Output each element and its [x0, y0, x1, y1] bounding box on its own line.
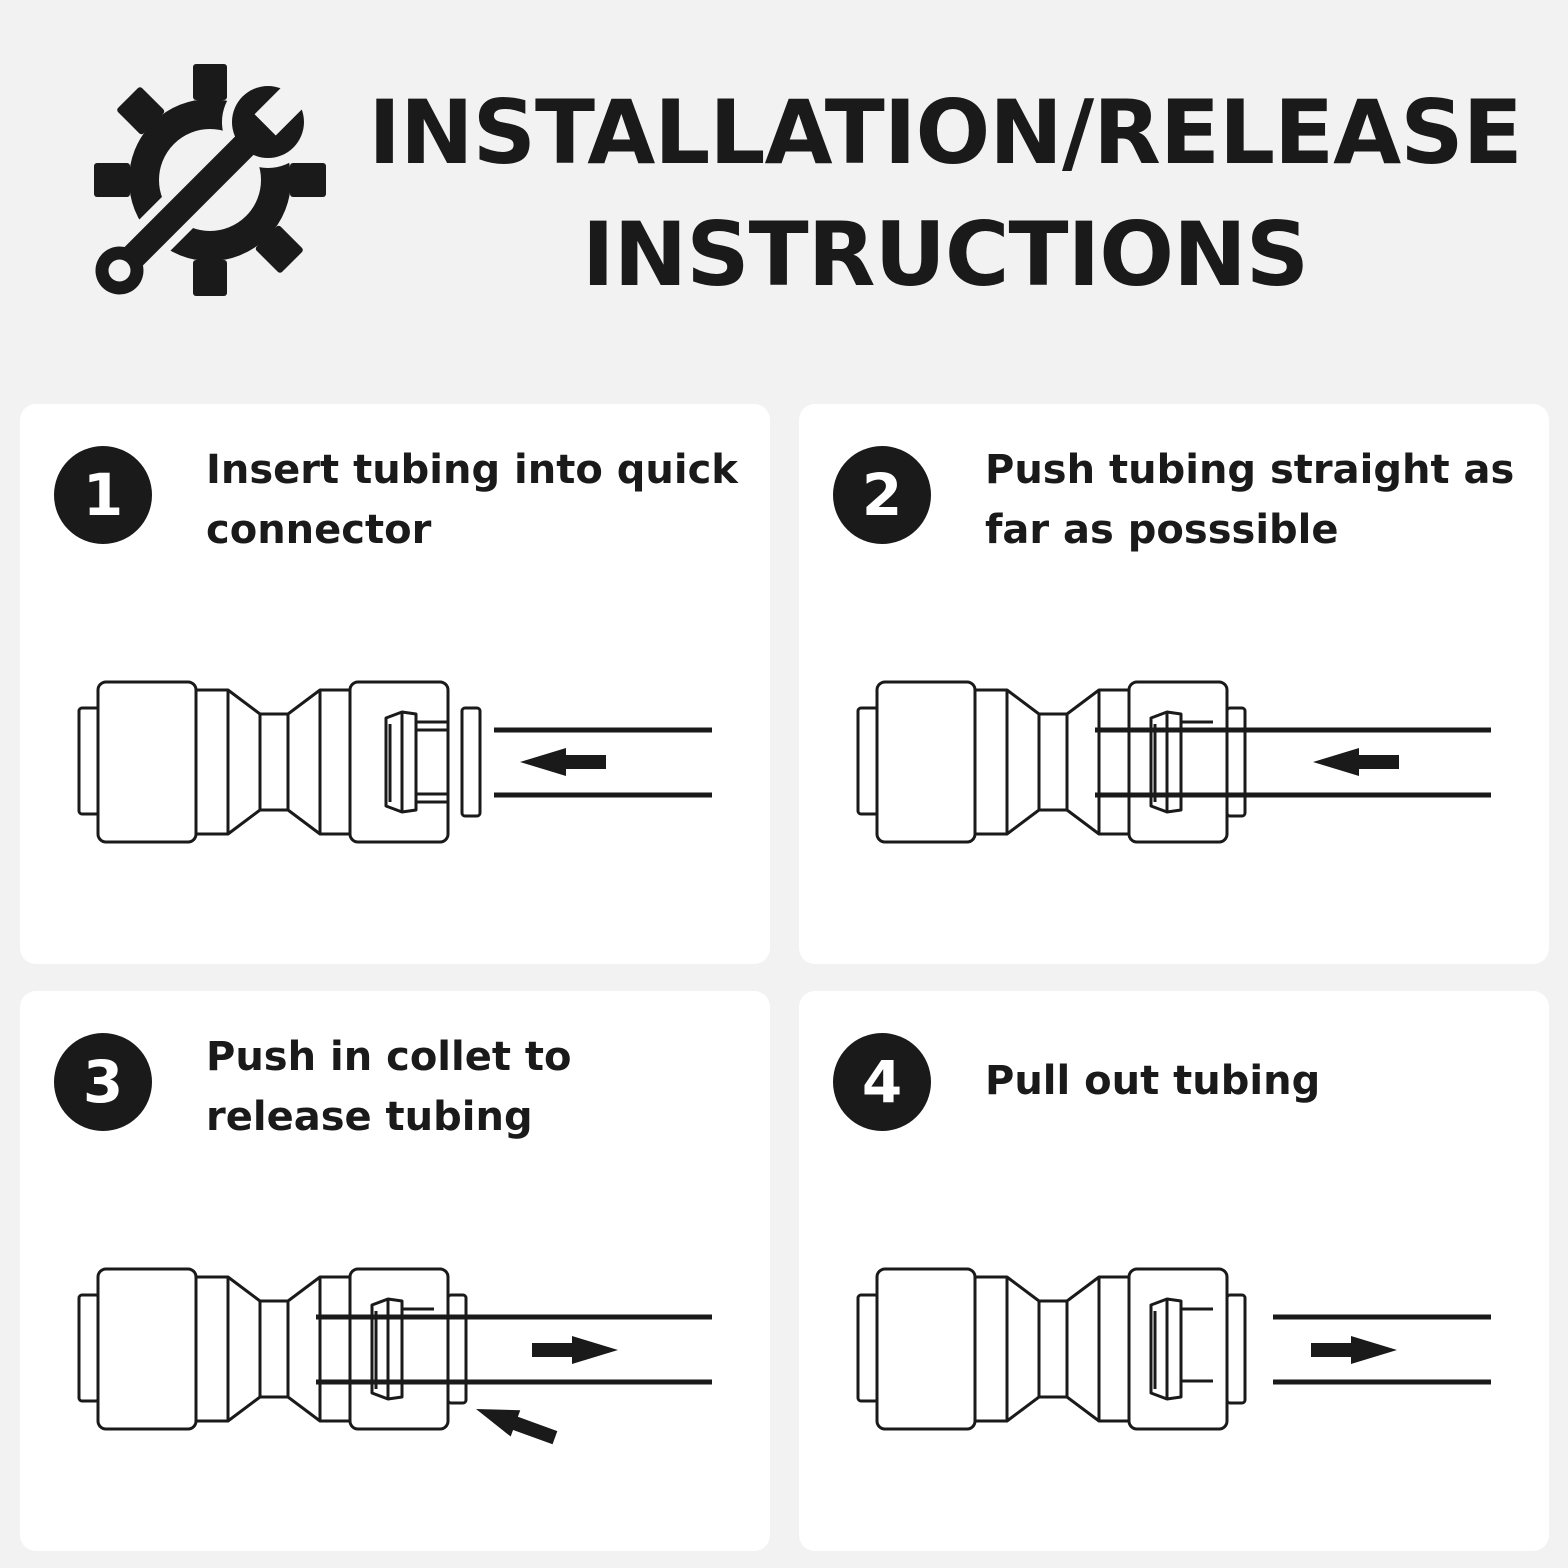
push-collet-arrow-icon: [476, 1409, 558, 1445]
step-instruction: Push tubing straight as far as posssible: [985, 447, 1515, 553]
step-card-4: 4 Pull out tubing: [799, 991, 1549, 1551]
title-line-2: INSTRUCTIONS: [581, 203, 1309, 306]
page-title: INSTALLATION/RELEASE INSTRUCTIONS: [360, 72, 1530, 316]
tube-entering-connector-diagram: [77, 680, 712, 844]
tube-pulled-out-diagram: [856, 1267, 1491, 1431]
step-instruction: Push in collet to release tubing: [206, 1034, 572, 1140]
step-number-badge: 2: [833, 446, 931, 544]
title-line-1: INSTALLATION/RELEASE: [368, 81, 1523, 184]
step-instruction: Pull out tubing: [985, 1058, 1321, 1104]
step-number-badge: 1: [54, 446, 152, 544]
arrow-right-icon: [1311, 1336, 1397, 1364]
step-number-badge: 3: [54, 1033, 152, 1131]
arrow-left-icon: [1313, 748, 1399, 776]
arrow-right-icon: [532, 1336, 618, 1364]
step-number-badge: 4: [833, 1033, 931, 1131]
step-instruction: Insert tubing into quick connector: [206, 447, 738, 553]
step-card-3: 3 Push in collet to release tubing: [20, 991, 770, 1551]
tube-fully-inserted-diagram: [856, 680, 1491, 844]
step-card-2: 2 Push tubing straight as far as posssib…: [799, 404, 1549, 964]
gear-wrench-icon: [94, 64, 326, 296]
step-card-1: 1 Insert tubing into quick connector: [20, 404, 770, 964]
arrow-left-icon: [520, 748, 606, 776]
collet-release-diagram: [77, 1267, 712, 1445]
